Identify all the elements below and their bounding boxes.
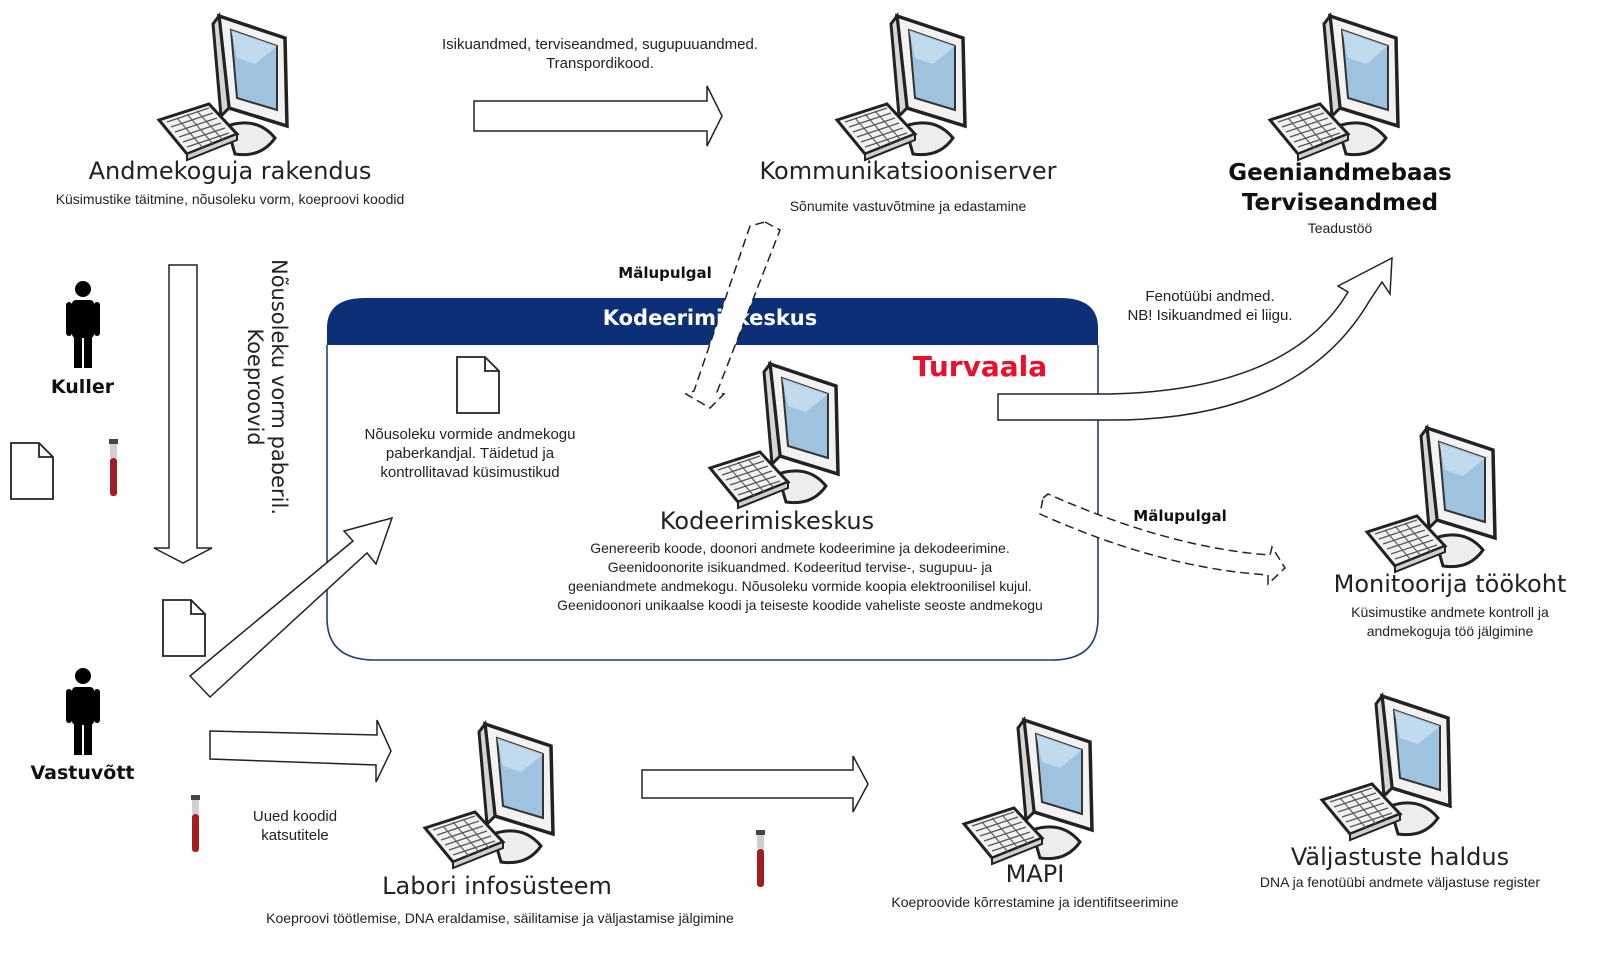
flow-arrow-down: [153, 264, 213, 564]
zone-header: Kodeerimiskeskus: [602, 306, 818, 330]
usb-label-top: Mälupulgal: [618, 264, 712, 282]
flow-arrow-top: [473, 85, 723, 147]
flow-arrow-fenotyyp: [997, 256, 1393, 421]
zone-label-turvaala: Turvaala: [912, 350, 1048, 383]
flow-label-top-line2: Transpordikood.: [546, 55, 654, 72]
flow-arrow-to-labor: [209, 719, 392, 783]
node-desc-line4: Geenidoonori unikaalse koodi ja teiseste…: [557, 597, 1043, 613]
flow-arrow-diagonal: [188, 516, 394, 699]
node-title-labori: Labori infosüsteem: [382, 872, 612, 900]
node-title-monitoorija: Monitoorija töökoht: [1333, 570, 1567, 598]
node-title-mapi: MAPI: [1005, 860, 1065, 888]
flow-label-uued-koodid-line2: katsutitele: [261, 827, 329, 844]
computer-icon: [962, 718, 1094, 866]
computer-icon: [157, 14, 289, 162]
node-title-kommunikatsiooniserver: Kommunikatsiooniserver: [759, 157, 1057, 185]
flow-arrow-to-mapi: [641, 755, 869, 813]
flow-label-vertical-line2: Koeproovid: [243, 328, 267, 446]
secure-zone: [326, 298, 1099, 661]
node-subtitle-valjastuste: DNA ja fenotüübi andmete väljastuse regi…: [1259, 874, 1541, 890]
usb-arrow-top: [684, 221, 781, 409]
computer-icon: [835, 14, 967, 162]
computer-icon: [1268, 14, 1400, 162]
computer-icon: [1320, 694, 1452, 842]
node-subtitle-kommunikatsiooniserver: Sõnumite vastuvõtmine ja edastamine: [789, 198, 1027, 214]
node-title-geeniandmebaas: Geeniandmebaas: [1228, 160, 1452, 186]
node-desc-line1: Genereerib koode, doonori andmete kodeer…: [590, 540, 1010, 556]
node-title-kodeerimiskeskus: Kodeerimiskeskus: [659, 507, 875, 535]
paper-note-line2: paberkandjal. Täidetud ja: [385, 445, 555, 462]
document-icon: [10, 442, 54, 500]
flow-label-uued-koodid-line1: Uued koodid: [252, 808, 338, 825]
node-subtitle-geeniandmebaas: Teadustöö: [1307, 220, 1373, 236]
computer-icon: [1365, 426, 1497, 574]
person-icon: [66, 281, 100, 368]
paper-note-line1: Nõusoleku vormide andmekogu: [364, 426, 576, 443]
computer-icon: [423, 722, 555, 870]
node-title-terviseandmed: Terviseandmed: [1241, 190, 1439, 216]
node-desc-line3: geeniandmete andmekogu. Nõusoleku vormid…: [568, 578, 1032, 594]
flow-label-fenotyyp-line1: Fenotüübi andmed.: [1145, 288, 1275, 305]
computer-icon: [708, 362, 840, 510]
node-subtitle-monitoorija-line2: andmekoguja töö jälgimine: [1366, 623, 1534, 639]
test-tube-icon: [109, 439, 118, 496]
node-title-valjastuste: Väljastuste haldus: [1290, 843, 1510, 871]
test-tube-icon: [756, 830, 765, 887]
person-label-kuller: Kuller: [50, 376, 115, 398]
flow-label-top-line1: Isikuandmed, terviseandmed, sugupuuandme…: [441, 36, 759, 53]
person-label-vastuvott: Vastuvõtt: [30, 762, 135, 784]
test-tube-icon: [191, 795, 200, 852]
flow-label-vertical-line1: Nõusoleku vorm paberil.: [267, 258, 291, 515]
document-icon: [162, 599, 206, 657]
flow-label-vertical: Nõusoleku vorm paberil. Koeproovid: [231, 257, 291, 517]
usb-label-right: Mälupulgal: [1133, 507, 1227, 525]
node-subtitle-andmekoguja: Küsimustike täitmine, nõusoleku vorm, ko…: [55, 191, 405, 207]
node-subtitle-monitoorija-line1: Küsimustike andmete kontroll ja: [1351, 604, 1549, 620]
paper-note-line3: kontrollitavad küsimustikud: [380, 464, 560, 481]
node-title-andmekoguja: Andmekoguja rakendus: [88, 157, 372, 185]
flow-label-fenotyyp-line2: NB! Isikuandmed ei liigu.: [1127, 307, 1293, 324]
node-subtitle-labori: Koeproovi töötlemise, DNA eraldamise, sä…: [266, 910, 734, 926]
node-desc-line2: Geenidoonorite isikuandmed. Kodeeritud t…: [607, 559, 993, 575]
person-icon: [66, 668, 100, 755]
document-icon: [456, 356, 500, 414]
node-subtitle-mapi: Koeproovide kõrrestamine ja identifitsee…: [891, 894, 1179, 910]
usb-arrow-right: [1039, 493, 1286, 586]
